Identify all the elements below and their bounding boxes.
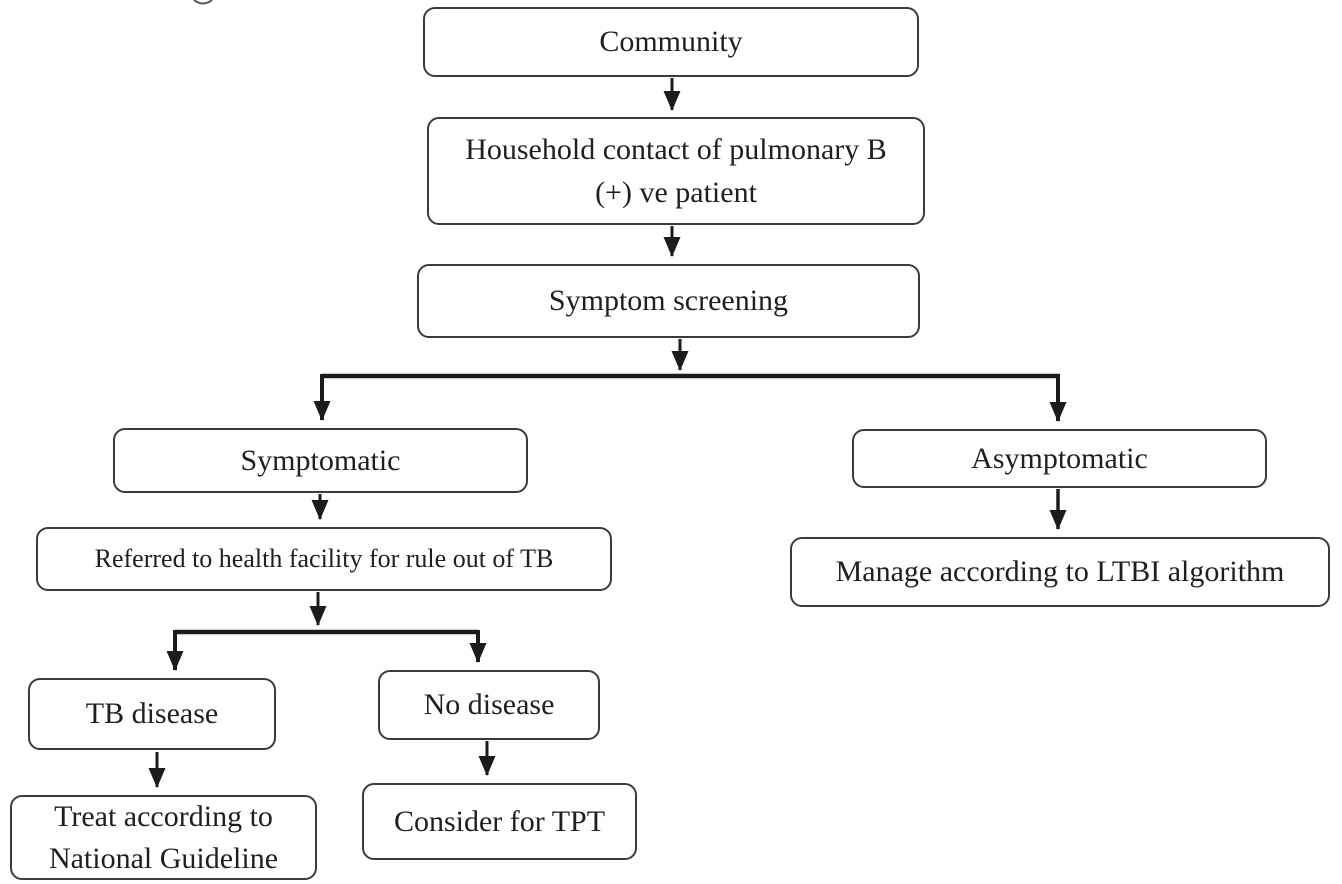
node-symptom-screening: Symptom screening xyxy=(417,264,920,338)
node-symptomatic: Symptomatic xyxy=(113,428,528,493)
node-treat-national-guideline: Treat according to National Guideline xyxy=(10,795,317,880)
node-household-contact: Household contact of pulmonary B (+) ve … xyxy=(427,117,925,225)
node-tb-disease: TB disease xyxy=(28,678,276,750)
node-referred-health-facility: Referred to health facility for rule out… xyxy=(36,527,612,591)
node-no-disease: No disease xyxy=(378,670,600,740)
cropped-glyph-artifact xyxy=(193,0,213,5)
node-community: Community xyxy=(423,7,919,77)
node-consider-tpt: Consider for TPT xyxy=(362,783,637,860)
node-manage-ltbi: Manage according to LTBI algorithm xyxy=(790,537,1330,607)
node-asymptomatic: Asymptomatic xyxy=(852,429,1267,488)
